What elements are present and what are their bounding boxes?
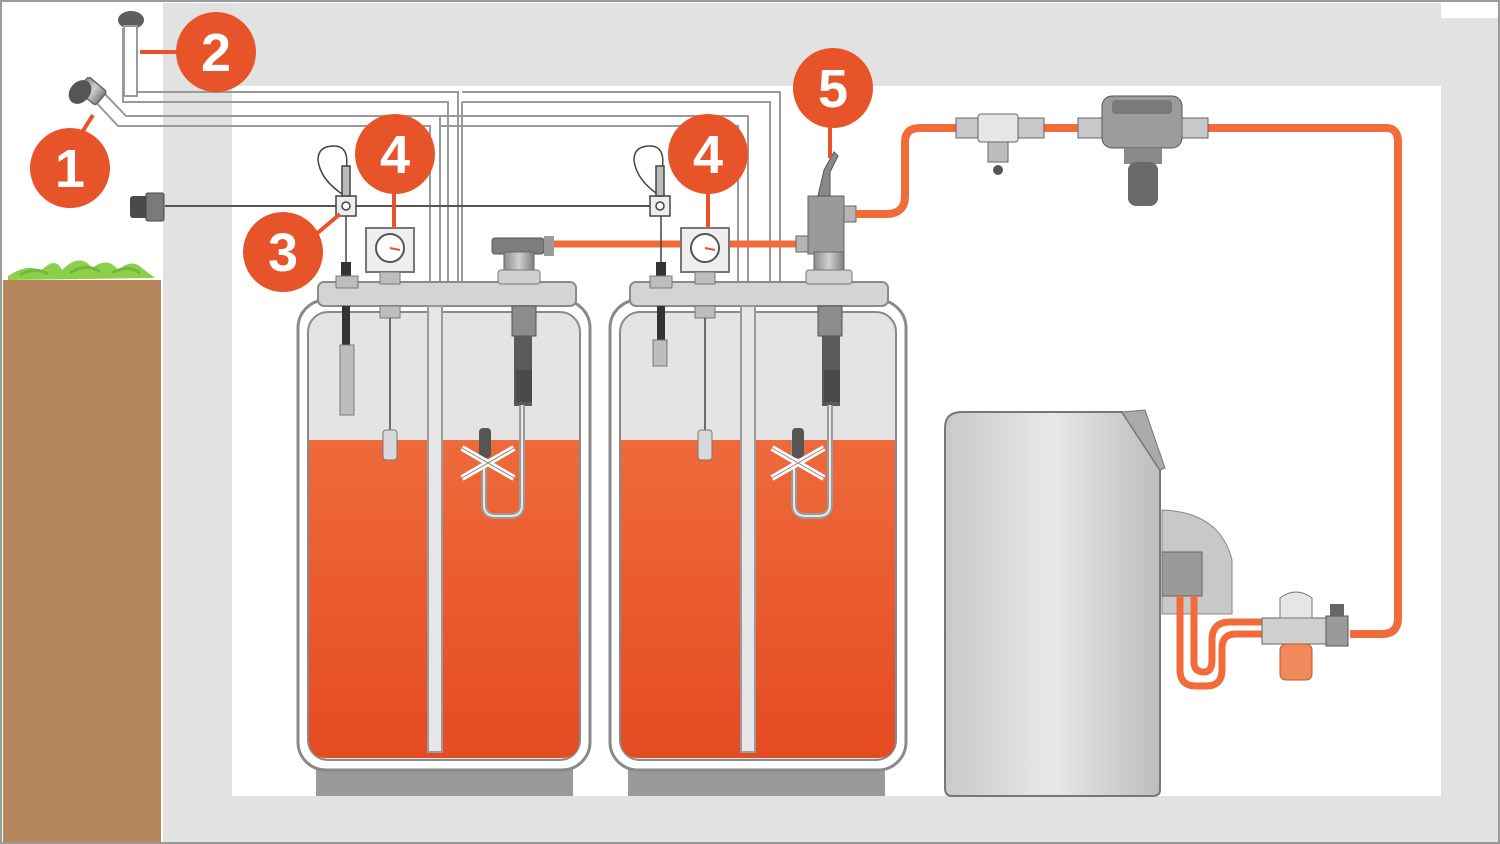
extraction-valve-body bbox=[795, 151, 857, 285]
grass bbox=[8, 260, 155, 280]
vent-pipe-stem bbox=[123, 25, 138, 97]
wall-top-gap bbox=[1441, 3, 1498, 18]
level-gauge-tank-1 bbox=[365, 227, 415, 285]
grass-detail bbox=[19, 265, 141, 277]
boiler bbox=[944, 409, 1233, 797]
callout-label: 3 bbox=[268, 223, 298, 283]
fill-connection-coupling bbox=[68, 76, 107, 106]
callout-label: 1 bbox=[55, 139, 85, 199]
level-gauge-tank-2 bbox=[680, 227, 730, 285]
burner-hose-supply bbox=[1190, 596, 1262, 676]
callout-level-gauge-tank-1: 4 bbox=[355, 114, 435, 228]
tank-1-top-fittings bbox=[491, 236, 554, 285]
tank-2 bbox=[608, 262, 908, 796]
burner-hose-return bbox=[1176, 596, 1262, 690]
oil-level-tank-1 bbox=[309, 440, 579, 758]
sensor-plug bbox=[130, 192, 165, 222]
callout-label: 4 bbox=[380, 125, 410, 185]
sensor-junctions bbox=[317, 145, 671, 262]
oil-tee-fitting bbox=[955, 113, 1045, 175]
burner-oil-filter bbox=[1261, 591, 1349, 681]
callout-level-gauge-tank-2: 4 bbox=[668, 114, 748, 228]
callout-extraction-valve: 5 bbox=[793, 48, 873, 158]
tank-1 bbox=[296, 262, 592, 796]
soil bbox=[3, 280, 161, 842]
callout-label: 4 bbox=[693, 125, 723, 185]
callout-label: 2 bbox=[201, 23, 231, 83]
callout-vent-pipe: 2 bbox=[140, 12, 256, 92]
callout-overfill-sensor: 3 bbox=[243, 212, 342, 292]
callout-label: 5 bbox=[818, 59, 848, 119]
vent-cap bbox=[118, 11, 144, 29]
oil-filter-deaerator bbox=[1077, 95, 1209, 206]
callout-fill-connection: 1 bbox=[30, 113, 110, 208]
oil-level-tank-2 bbox=[621, 440, 895, 758]
